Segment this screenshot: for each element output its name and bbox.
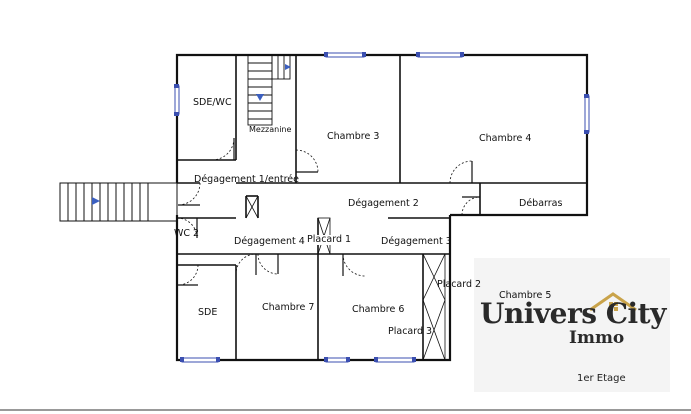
room-label-debarras: Débarras — [519, 198, 563, 209]
logo-panel — [474, 258, 670, 392]
interior-stairs — [247, 54, 291, 126]
room-label-chambre-3: Chambre 3 — [327, 131, 380, 142]
door-leaves — [178, 138, 480, 286]
floor-label: 1er Etage — [577, 373, 626, 384]
stair-right-arrow-icon — [285, 64, 291, 70]
room-label-sde-wc: SDE/WC — [193, 97, 232, 108]
logo-subtitle: Immo — [569, 328, 625, 348]
room-label-placard-1: Placard 1 — [307, 234, 352, 245]
room-label-wc-2: WC 2 — [174, 228, 200, 239]
interior-walls — [177, 55, 587, 360]
room-label-chambre-4: Chambre 4 — [479, 133, 532, 144]
room-label-placard-3: Placard 3 — [388, 326, 433, 337]
stair-arrow-icon — [92, 197, 100, 205]
room-label-placard-2: Placard 2 — [437, 279, 482, 290]
exterior-stairs — [59, 182, 178, 222]
room-label-chambre-6: Chambre 6 — [352, 304, 405, 315]
room-label-chambre-7: Chambre 7 — [262, 302, 315, 313]
room-label-degagement-1: Dégagement 1/entrée — [194, 174, 299, 185]
room-label-chambre-5: Chambre 5 — [499, 290, 552, 301]
room-label-degagement-2: Dégagement 2 — [348, 198, 419, 209]
placard-crosses — [245, 195, 446, 361]
window-joints — [174, 52, 589, 362]
stair-down-arrow-icon — [256, 94, 264, 101]
room-label-mezzanine: Mezzanine — [249, 125, 292, 134]
room-label-degagement-3: Dégagement 3 — [381, 236, 452, 247]
room-label-degagement-4: Dégagement 4 — [234, 236, 305, 247]
room-label-sde: SDE — [198, 307, 218, 318]
logo-title: Univers City — [480, 297, 666, 330]
